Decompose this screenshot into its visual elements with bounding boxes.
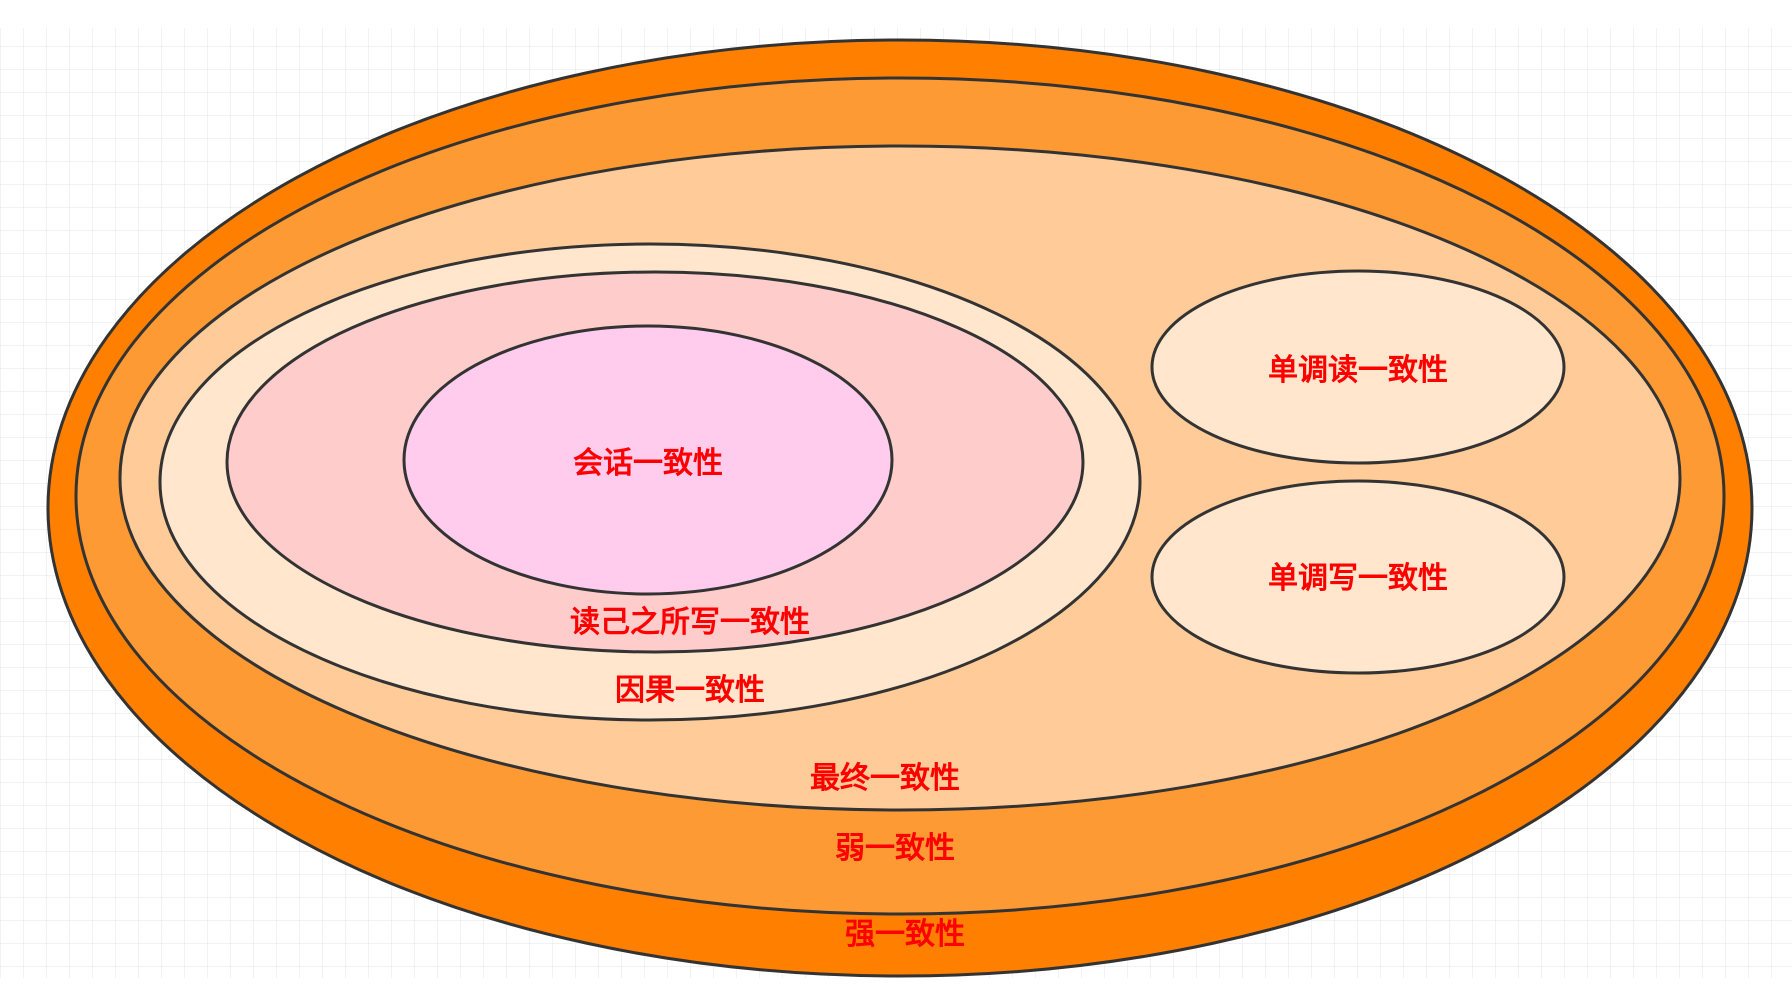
read-your-writes-label: 读己之所写一致性 [570, 605, 810, 640]
monotonic-write-ellipse [1150, 479, 1566, 675]
session-consistency-ellipse [402, 324, 894, 596]
causal-consistency-label: 因果一致性 [615, 673, 765, 708]
monotonic-read-ellipse [1150, 269, 1566, 465]
monotonic-write-label: 单调写一致性 [1268, 561, 1448, 596]
monotonic-read-label: 单调读一致性 [1268, 353, 1448, 388]
session-consistency-label: 会话一致性 [573, 446, 723, 481]
strong-consistency-label: 强一致性 [845, 917, 965, 952]
weak-consistency-label: 弱一致性 [835, 831, 955, 866]
eventual-consistency-label: 最终一致性 [810, 761, 960, 796]
